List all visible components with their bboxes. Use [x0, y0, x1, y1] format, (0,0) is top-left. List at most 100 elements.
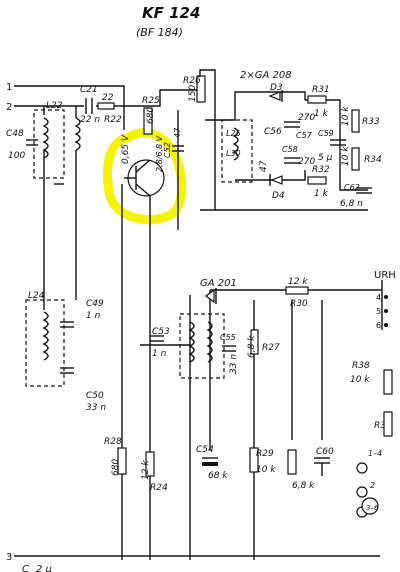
schematic-title: KF 124 [142, 4, 200, 22]
label-c50: C50 [86, 391, 104, 401]
resistor-r26 [196, 75, 206, 103]
resistor-r38 [383, 369, 393, 395]
capacitor-c57 [284, 121, 300, 128]
label-c57: C57 [296, 131, 313, 140]
label-l24: L24 [28, 291, 45, 301]
label-r38: R38 [352, 361, 370, 371]
coil-l31 [188, 321, 195, 363]
terminal-1: 1 [6, 82, 12, 93]
label-r24-value: 12 k [141, 460, 151, 480]
terminal-5-dot [384, 309, 388, 313]
label-r31: R31 [312, 85, 330, 95]
label-c60: C60 [316, 447, 334, 457]
label-c59: C59 [318, 129, 334, 138]
resistor-r25 [143, 107, 153, 135]
capacitor-c53 [150, 335, 164, 342]
label-r29-value: 10 k [256, 465, 276, 475]
label-ga201: GA 201 [200, 278, 237, 289]
label-r24: R24 [150, 483, 168, 493]
label-r38-value: 10 k [350, 375, 370, 385]
label-r27-value: 6,8 k [247, 335, 257, 358]
transistor-highlight [103, 128, 187, 225]
label-urh: URH [374, 270, 396, 281]
coil-l25 [232, 127, 239, 161]
capacitor-c62 [356, 187, 372, 194]
label-r26-value: 150 [188, 85, 198, 102]
label-r26: R26 [183, 76, 201, 86]
capacitor-c52 [172, 145, 184, 152]
coil-l22 [42, 117, 49, 159]
label-voltage-286: 2,8/6,8 V [155, 135, 164, 172]
label-c55-value: 33 n [229, 354, 239, 374]
l24-shield [25, 299, 65, 387]
label-r22-value: 22 [102, 93, 114, 103]
label-r28-value: 680 [111, 459, 121, 476]
capacitor-c58 [284, 157, 300, 164]
label-switch-2: 2 [370, 481, 375, 490]
switch-contact-2 [356, 486, 368, 498]
label-r25-value: 680 [146, 107, 156, 124]
label-ga208: 2×GA 208 [240, 70, 292, 81]
capacitor-c54 [202, 457, 218, 466]
label-c55: C55 [220, 333, 236, 342]
label-r30-value: 12 k [288, 277, 308, 287]
resistor-r27 [250, 329, 259, 355]
coil-l24 [42, 311, 49, 361]
wiring [14, 69, 383, 560]
label-c49: C49 [86, 299, 104, 309]
label-c58: C58 [282, 145, 298, 154]
coil-l22-secondary [74, 117, 81, 151]
label-r25: R25 [142, 96, 160, 106]
label-d4: D4 [272, 191, 285, 201]
switch-contact-3-6-ring [361, 497, 379, 515]
label-switch-1-4: 1–4 [368, 449, 382, 458]
resistor-r34 [351, 147, 360, 171]
label-l30: L30 [226, 149, 241, 158]
label-d3: D3 [270, 83, 283, 93]
label-r33: R33 [362, 117, 380, 127]
label-r34: R34 [364, 155, 382, 165]
capacitor-c60 [314, 457, 330, 464]
label-r30: R30 [290, 299, 308, 309]
label-switch-3-6: 3–6 [366, 504, 379, 512]
label-c53-value: 1 n [152, 349, 167, 359]
terminal-2: 2 [6, 102, 12, 113]
diode-ga201 [205, 288, 217, 304]
label-voltage-065: 0,65 V [121, 134, 131, 164]
label-c52-value: 47 [173, 127, 182, 138]
terminal-5: 5 [376, 307, 381, 316]
label-c48: C48 [6, 129, 24, 139]
label-r29b-value: 6,8 k [292, 481, 315, 491]
label-l22: L22 [46, 101, 63, 111]
label-c21-value: 22 n [80, 115, 100, 125]
terminal-6: 6 [376, 321, 381, 330]
label-r29: R29 [256, 449, 274, 459]
l31-shield [179, 313, 225, 379]
label-c50-value: 33 n [86, 403, 106, 413]
label-c57-value: 270 [298, 113, 315, 123]
label-c58-value: 270 [298, 157, 315, 167]
label-c56: C56 [264, 127, 282, 137]
capacitor-c49 [60, 321, 74, 328]
l25-shield [221, 119, 253, 183]
label-r32-value: 1 k [314, 189, 329, 199]
resistor-r32 [307, 176, 327, 185]
label-r35: R35 [374, 421, 392, 431]
transistor [124, 159, 165, 197]
resistor-r31 [307, 95, 327, 104]
capacitor-c59 [330, 139, 346, 146]
terminal-4-dot [384, 295, 388, 299]
label-c49-value: 1 n [86, 311, 101, 321]
resistor-r33 [351, 109, 360, 133]
terminal-3: 3 [6, 552, 12, 563]
label-c62-value: 6,8 n [340, 199, 363, 209]
l22-shield [33, 109, 65, 179]
capacitor-c48 [26, 139, 38, 146]
label-r22: R22 [104, 115, 122, 125]
capacitor-c21 [85, 98, 93, 114]
label-c59-value: 5 µ [318, 153, 333, 163]
label-c21: C21 [80, 85, 98, 95]
label-r27: R27 [262, 343, 280, 353]
terminal-4: 4 [376, 293, 381, 302]
